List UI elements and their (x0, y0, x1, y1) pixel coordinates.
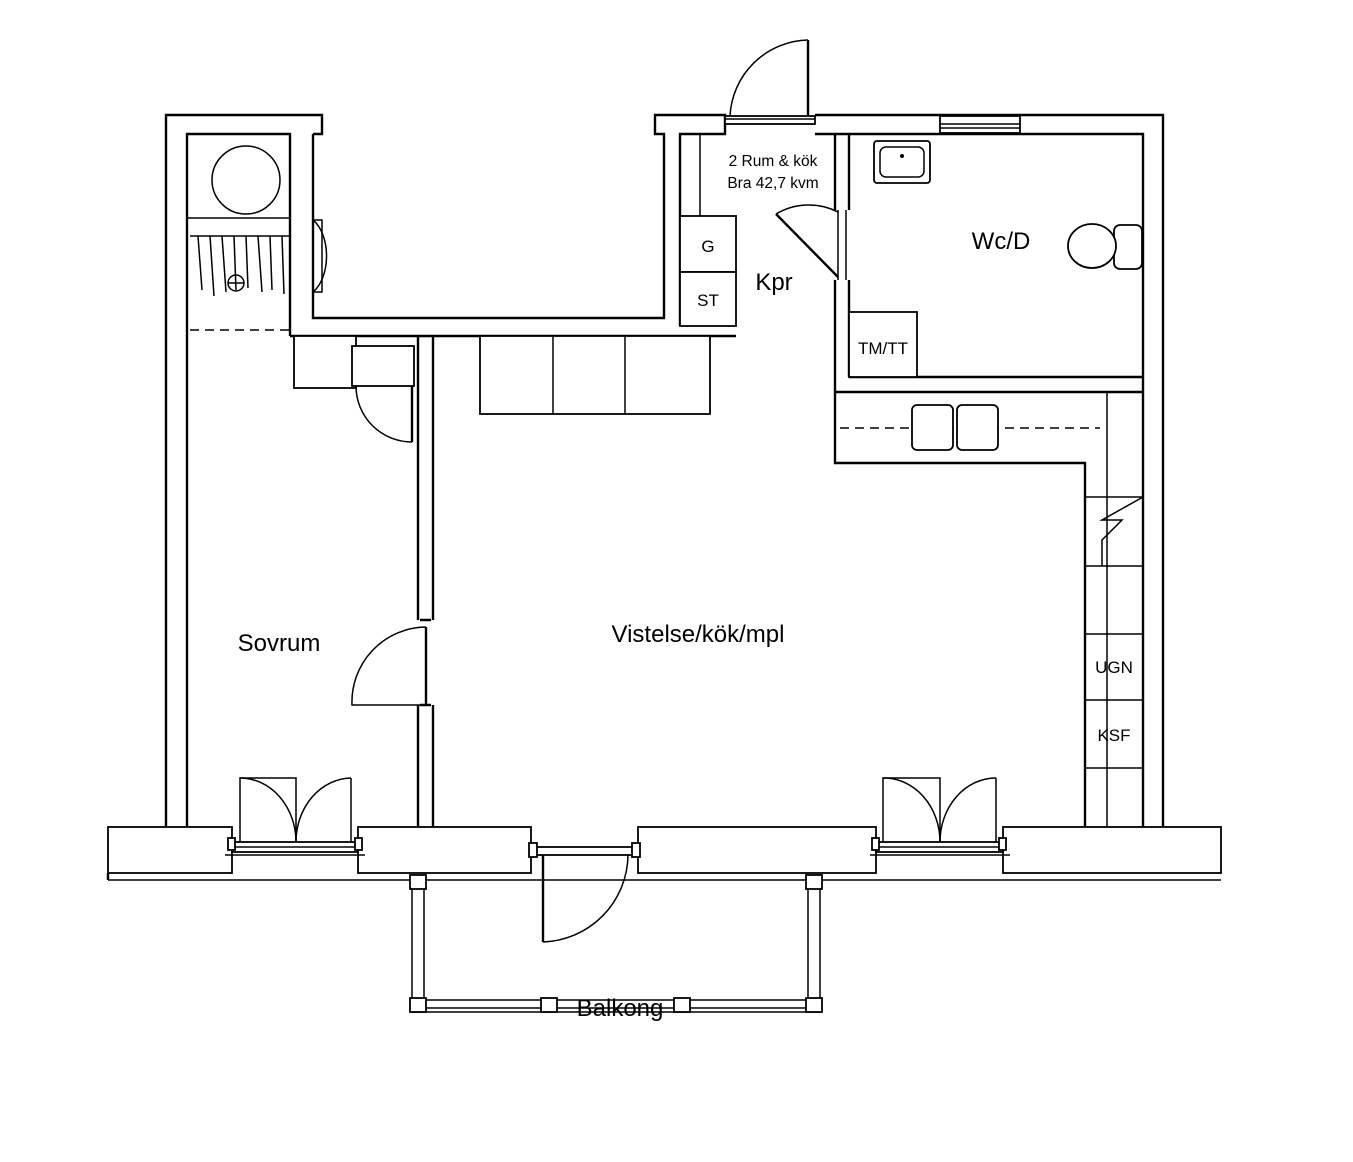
window-top-right (939, 115, 1021, 134)
fixture-st: ST (697, 291, 719, 310)
balcony-door (528, 842, 641, 943)
window-bedroom (225, 777, 365, 856)
bottom-wall (106, 826, 1222, 881)
hall: G ST Kpr 2 Rum & kök Bra 42,7 kvm (679, 134, 819, 327)
fixture-ugn: UGN (1095, 658, 1133, 677)
room-label-balkong: Balkong (577, 995, 664, 1022)
apartment-area: Bra 42,7 kvm (727, 175, 818, 192)
room-label-sovrum: Sovrum (238, 630, 321, 657)
balcony: Balkong (409, 874, 823, 1022)
room-label-vistelse: Vistelse/kök/mpl (612, 621, 785, 648)
bathroom: TM/TT Wc/D (775, 134, 1143, 394)
room-label-kpr: Kpr (755, 269, 792, 296)
window-living (870, 777, 1010, 856)
fixture-g: G (701, 237, 714, 256)
room-label-wc: Wc/D (972, 228, 1031, 255)
entrance-door (724, 39, 816, 125)
fixture-tmtt: TM/TT (858, 339, 908, 358)
fixture-ksf: KSF (1097, 726, 1130, 745)
living-room: Vistelse/kök/mpl (479, 335, 785, 648)
apartment-type: 2 Rum & kök (729, 153, 818, 170)
kitchen: UGN KSF (833, 392, 1144, 827)
bedroom: Sovrum (187, 145, 428, 706)
